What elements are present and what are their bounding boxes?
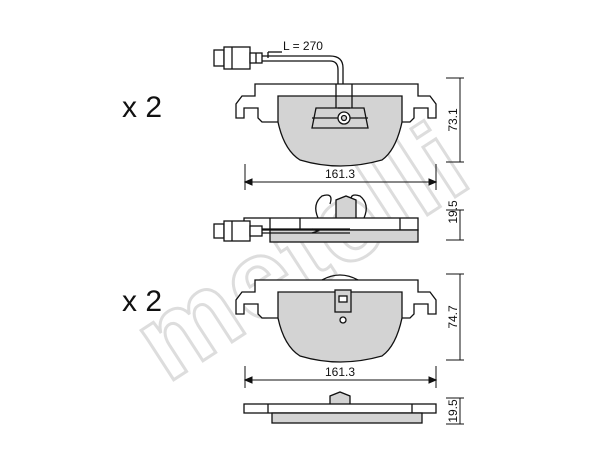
quantity-label-top: x 2 (122, 91, 162, 124)
top-pad-friction-material (277, 84, 403, 167)
bottom-pad-dimension-lines (243, 273, 464, 425)
top-pad-height-label: 73.1 (446, 108, 460, 132)
quantity-label-bottom: x 2 (122, 285, 162, 318)
bottom-pad-thickness-label: 19.5 (446, 399, 460, 423)
top-pad-width-label: 161.3 (325, 167, 355, 181)
top-pad-thickness-label: 19.5 (446, 200, 460, 224)
sensor-length-label: L = 270 (283, 39, 323, 53)
bottom-pad-height-label: 74.7 (446, 305, 460, 329)
top-pad-side-view (213, 194, 419, 243)
top-pad-dimension-lines (243, 77, 464, 241)
bottom-pad-width-label: 161.3 (325, 365, 355, 379)
wear-sensor-wire-top (213, 46, 344, 84)
bottom-pad-side-view (243, 391, 437, 424)
bottom-pad-friction-material (277, 274, 403, 363)
